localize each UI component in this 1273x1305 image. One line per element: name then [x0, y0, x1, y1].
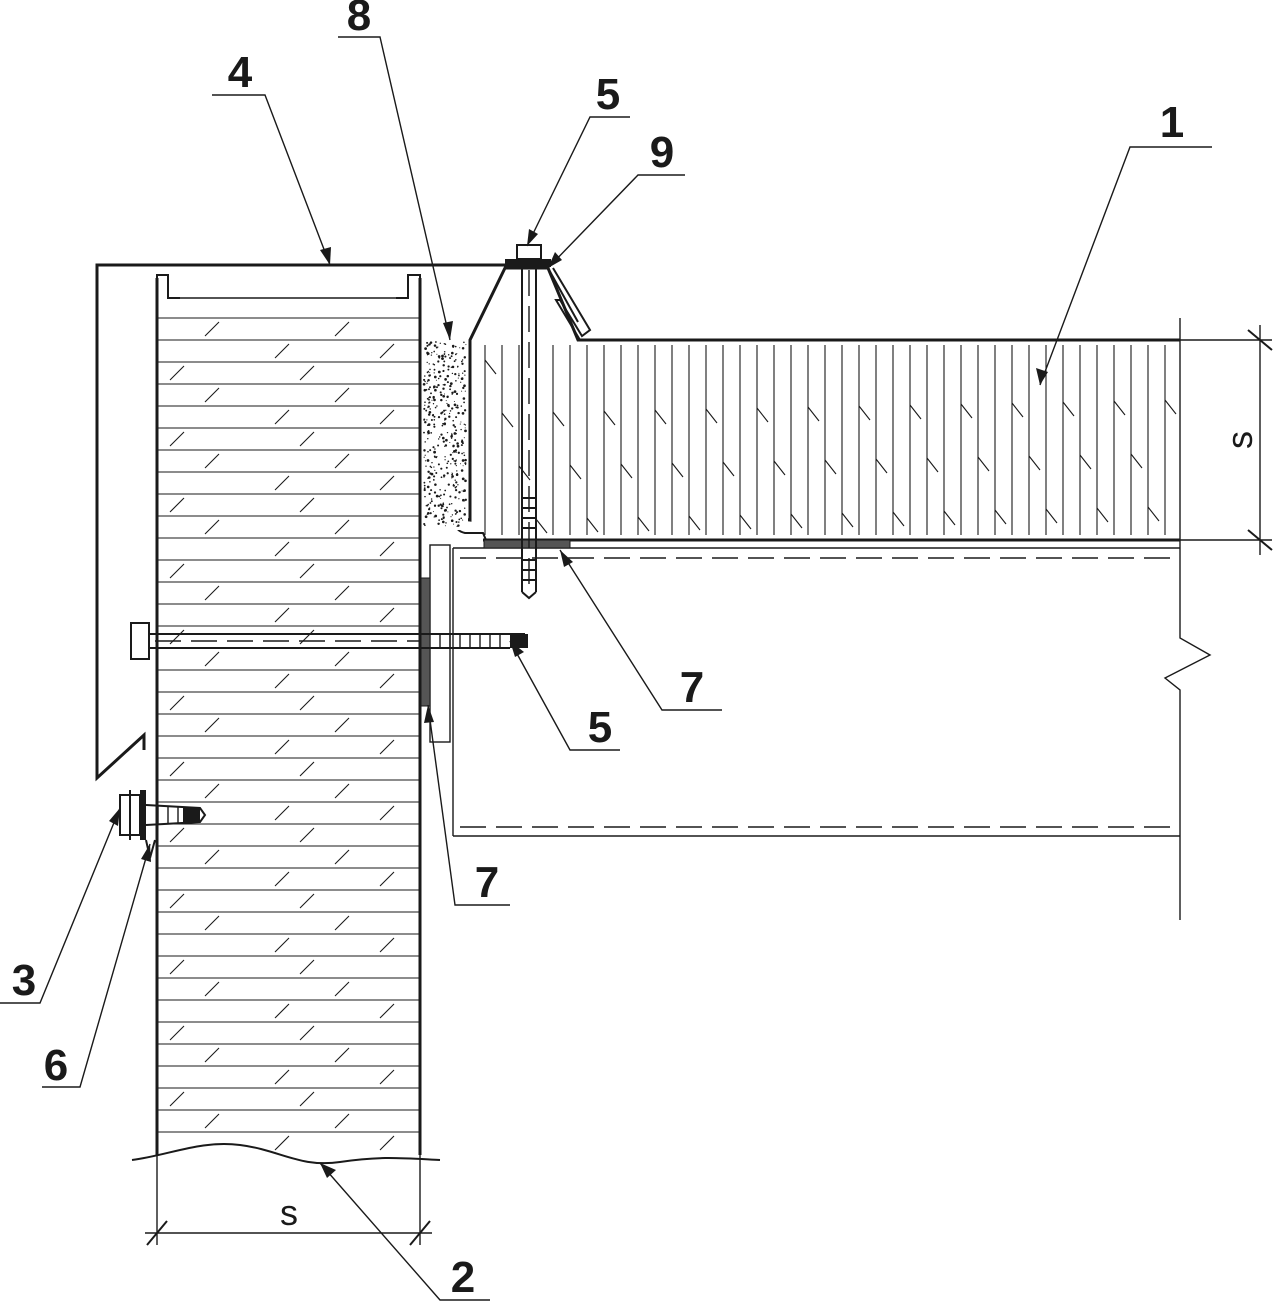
callout-5-top: 5 [596, 70, 620, 119]
callout-7-bottom: 7 [475, 858, 499, 907]
fastener-3-washer-6 [119, 790, 207, 859]
leader-lines [0, 36, 1212, 1301]
steel-structure [429, 318, 1212, 920]
dimension-label-wall: s [280, 1192, 298, 1233]
sealing-tape-7 [420, 539, 571, 707]
dimension-wall-s: s [145, 1155, 432, 1246]
wall-break-line [131, 1143, 441, 1165]
callout-8: 8 [347, 0, 371, 40]
callout-3: 3 [12, 956, 36, 1005]
dimension-label-roof: s [1219, 431, 1260, 449]
roof-panel-hatching [484, 345, 1177, 535]
sealing-foam-8 [422, 340, 468, 530]
fastener-5-roof [505, 244, 551, 600]
callout-9: 9 [650, 128, 674, 177]
callout-6: 6 [44, 1041, 68, 1090]
fastener-5-wall [130, 622, 528, 660]
callout-5-lower: 5 [588, 703, 612, 752]
callout-4: 4 [228, 48, 253, 97]
callout-1: 1 [1160, 98, 1184, 147]
foam-texture [422, 341, 467, 528]
roof-panel [453, 266, 1180, 542]
wall-panel [131, 278, 441, 1165]
wall-panel-hatching [157, 317, 420, 1151]
callout-7-right: 7 [680, 663, 704, 712]
top-flashing [95, 263, 505, 782]
callout-2: 2 [451, 1253, 475, 1302]
dimension-roof-s: s [1180, 325, 1273, 555]
callout-labels: 1 2 3 4 5 5 6 7 7 8 9 [12, 0, 1184, 1302]
